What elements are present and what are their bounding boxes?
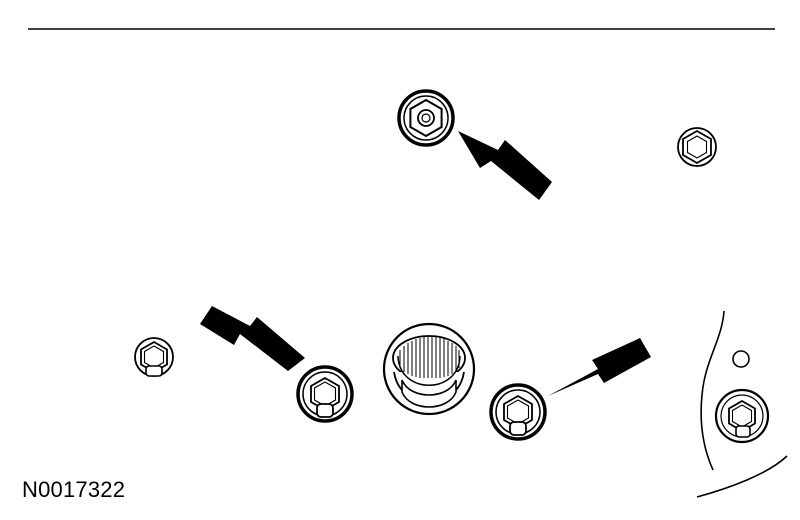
lower-right-flange-nut <box>489 383 547 441</box>
right-panel-lower-edge <box>696 455 788 498</box>
right-panel-hole <box>732 350 750 368</box>
upper-right-hex-bolt <box>677 127 717 167</box>
figure-reference-code: N0017322 <box>22 477 126 502</box>
arrow-lower-right-nut <box>548 338 651 396</box>
arrow-top-nut <box>458 131 552 200</box>
center-cap-knurling <box>399 337 460 378</box>
left-hex-bolt <box>134 337 174 377</box>
right-panel-edge <box>700 310 725 471</box>
top-flange-nut <box>397 89 455 147</box>
center-cap <box>382 322 476 416</box>
arrow-lower-left-nut <box>200 306 305 371</box>
right-panel-bolt <box>714 388 770 444</box>
lower-left-flange-nut <box>296 365 354 423</box>
